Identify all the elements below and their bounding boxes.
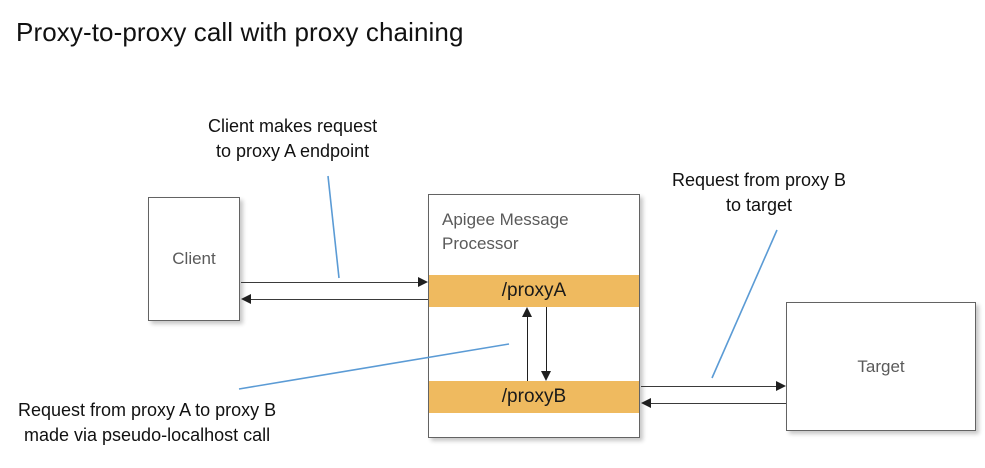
node-message-processor-label: Apigee Message Processor [442, 210, 569, 253]
node-client[interactable]: Client [148, 197, 240, 321]
band-proxy-a-label: /proxyA [501, 280, 567, 301]
node-target-label: Target [857, 356, 905, 376]
node-message-processor[interactable]: Apigee Message Processor /proxyA /proxyB [428, 194, 640, 438]
annotation-proxyb-to-target-line2: to target [726, 195, 793, 215]
arrow-client-to-proxya-head [418, 276, 428, 287]
arrow-proxya-to-client-line [251, 299, 428, 300]
annotation-client-request-line2: to proxy A endpoint [215, 141, 370, 161]
annotation-proxy-chaining-line2: made via pseudo-localhost call [23, 425, 271, 445]
arrow-proxyb-to-proxya-head [521, 307, 532, 317]
annotation-proxy-chaining: Request from proxy A to proxy B made via… [18, 398, 276, 448]
band-proxy-b[interactable]: /proxyB [429, 381, 639, 413]
node-target[interactable]: Target [786, 302, 976, 431]
annotation-client-request: Client makes request to proxy A endpoint [208, 114, 377, 164]
node-client-label: Client [172, 249, 216, 268]
leader-line-client-request [327, 175, 340, 279]
band-proxy-a[interactable]: /proxyA [429, 275, 639, 307]
page-title: Proxy-to-proxy call with proxy chaining [16, 17, 464, 47]
annotation-proxyb-to-target: Request from proxy B to target [672, 168, 846, 218]
annotation-proxy-chaining-line1: Request from proxy A to proxy B [18, 400, 277, 420]
arrow-client-to-proxya-line [241, 282, 418, 283]
arrow-proxyb-to-target-line [641, 386, 776, 387]
leader-line-proxyb-to-target [711, 229, 778, 379]
arrow-proxyb-to-proxya-line [527, 317, 528, 381]
arrow-proxya-to-proxyb-line [546, 307, 547, 371]
arrow-proxya-to-client-head [241, 293, 251, 304]
arrow-target-to-proxyb-head [641, 397, 651, 408]
annotation-client-request-line1: Client makes request [208, 116, 378, 136]
arrow-proxya-to-proxyb-head [540, 371, 551, 381]
annotation-proxyb-to-target-line1: Request from proxy B [672, 170, 847, 190]
arrow-target-to-proxyb-line [651, 403, 786, 404]
arrow-proxyb-to-target-head [776, 380, 786, 391]
band-proxy-b-label: /proxyB [501, 386, 567, 407]
